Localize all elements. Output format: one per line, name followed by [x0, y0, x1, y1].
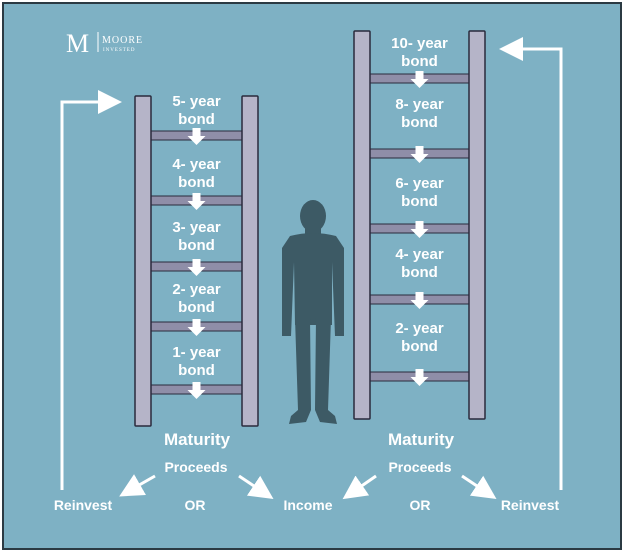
- income-label: Income: [283, 497, 332, 513]
- right_ladder-bond-label-line2-5: bond: [401, 338, 438, 355]
- left_ladder-bond-label-line2-4: bond: [178, 299, 215, 316]
- right_ladder-down-arrow-icon-1: [410, 71, 429, 88]
- left-to-income-arrow-icon: [238, 474, 274, 499]
- right_ladder-bond-label-line1-4: 4- year: [395, 246, 444, 263]
- right_ladder-bond-label-line1-1: 10- year: [391, 35, 448, 52]
- left_ladder-rail-right: [241, 95, 259, 427]
- right_ladder-down-arrow-icon-3: [410, 221, 429, 238]
- left_ladder-bond-label-line2-3: bond: [178, 237, 215, 254]
- right-maturity-label: Maturity: [388, 430, 455, 449]
- person-silhouette-icon: [282, 200, 344, 424]
- left_ladder-bond-label-line2-5: bond: [178, 362, 215, 379]
- left_ladder-down-arrow-icon-2: [187, 193, 206, 210]
- left_ladder-rail-left: [134, 95, 152, 427]
- left_ladder-down-arrow-icon-5: [187, 382, 206, 399]
- right_ladder-down-arrow-icon-5: [410, 369, 429, 386]
- right_ladder-down-arrow-icon-4: [410, 292, 429, 309]
- left_ladder-bond-label-line1-3: 3- year: [172, 219, 221, 236]
- right-reinvest-loop-arrow-icon: [499, 37, 563, 490]
- left_ladder-bond-label-line1-5: 1- year: [172, 344, 221, 361]
- left_ladder-bond-label-line1-4: 2- year: [172, 281, 221, 298]
- right_ladder-bond-label-line1-3: 6- year: [395, 175, 444, 192]
- right_ladder-down-arrow-icon-2: [410, 146, 429, 163]
- left_ladder-bond-label-line2-2: bond: [178, 174, 215, 191]
- logo-subword: INVESTED: [103, 48, 135, 53]
- logo: M MOORE INVESTED: [66, 29, 143, 58]
- right_ladder-bond-label-line2-2: bond: [401, 114, 438, 131]
- right-reinvest-label: Reinvest: [501, 497, 560, 513]
- right_ladder-rail-left: [353, 30, 371, 420]
- right-to-reinvest-arrow-icon: [461, 474, 497, 499]
- left-or-label: OR: [185, 497, 206, 513]
- left_ladder-down-arrow-icon-3: [187, 259, 206, 276]
- right-to-income-arrow-icon: [342, 474, 377, 500]
- right_ladder-bond-label-line1-5: 2- year: [395, 320, 444, 337]
- left-reinvest-label: Reinvest: [54, 497, 113, 513]
- left_ladder-bond-label-line2-1: bond: [178, 111, 215, 128]
- left_ladder-bond-label-line1-2: 4- year: [172, 156, 221, 173]
- logo-word: MOORE: [102, 35, 143, 46]
- left_ladder-bond-label-line1-1: 5- year: [172, 93, 221, 110]
- right_ladder-bond-label-line2-4: bond: [401, 264, 438, 281]
- left-to-reinvest-arrow-icon: [119, 474, 156, 497]
- logo-letter: M: [66, 29, 89, 58]
- right_ladder-bond-label-line2-3: bond: [401, 193, 438, 210]
- left_ladder-down-arrow-icon-4: [187, 319, 206, 336]
- left_ladder-down-arrow-icon-1: [187, 128, 206, 145]
- left-maturity-label: Maturity: [164, 430, 231, 449]
- right_ladder-bond-label-line1-2: 8- year: [395, 96, 444, 113]
- right_ladder-rail-right: [468, 30, 486, 420]
- left-proceeds-label: Proceeds: [164, 459, 227, 475]
- right_ladder-bond-label-line2-1: bond: [401, 53, 438, 70]
- right-proceeds-label: Proceeds: [388, 459, 451, 475]
- left-reinvest-loop-arrow-icon: [60, 90, 122, 490]
- right-or-label: OR: [410, 497, 431, 513]
